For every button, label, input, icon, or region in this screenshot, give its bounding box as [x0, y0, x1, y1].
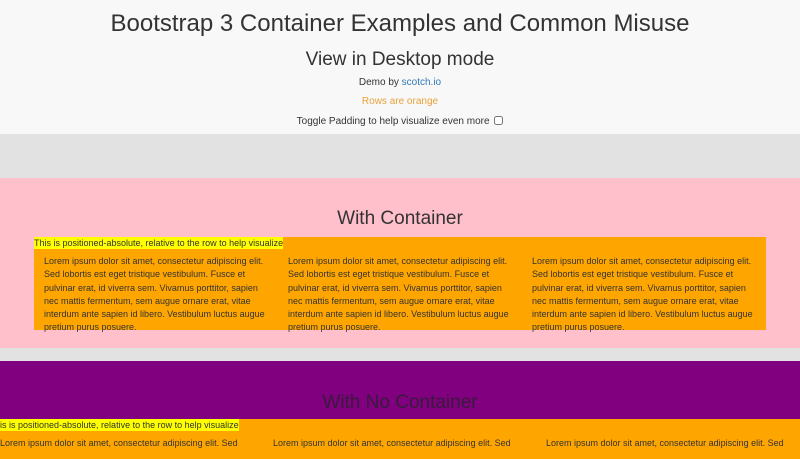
scotch-link[interactable]: scotch.io	[401, 77, 442, 88]
column-text: Lorem ipsum dolor sit amet, consectetur …	[0, 438, 238, 448]
no-container-row: is is positioned-absolute, relative to t…	[0, 419, 800, 459]
column-text: Lorem ipsum dolor sit amet, consectetur …	[532, 256, 753, 333]
positioned-label: This is positioned-absolute, relative to…	[34, 237, 284, 249]
column-text: Lorem ipsum dolor sit amet, consectetur …	[273, 438, 511, 448]
toggle-padding: Toggle Padding to help visualize even mo…	[0, 116, 800, 127]
demo-credit: Demo by scotch.io	[0, 77, 800, 88]
page-title: Bootstrap 3 Container Examples and Commo…	[110, 10, 690, 37]
spacer	[0, 348, 800, 361]
column-text: Lorem ipsum dolor sit amet, consectetur …	[44, 256, 265, 333]
positioned-label: is is positioned-absolute, relative to t…	[0, 419, 239, 431]
no-container-section: With No Container	[0, 361, 800, 419]
toggle-label: Toggle Padding to help visualize even mo…	[296, 116, 490, 127]
column-text: Lorem ipsum dolor sit amet, consectetur …	[546, 438, 784, 448]
page-header: Bootstrap 3 Container Examples and Commo…	[0, 0, 800, 134]
page-subtitle: View in Desktop mode	[305, 49, 495, 70]
column-text: Lorem ipsum dolor sit amet, consectetur …	[288, 256, 509, 333]
container-row: This is positioned-absolute, relative to…	[34, 237, 766, 332]
rows-note: Rows are orange	[361, 96, 439, 107]
section-heading: With No Container	[322, 392, 478, 413]
section-heading: With Container	[337, 208, 463, 229]
spacer	[0, 134, 800, 178]
toggle-padding-checkbox[interactable]	[494, 116, 504, 125]
demo-prefix: Demo by	[358, 77, 402, 88]
